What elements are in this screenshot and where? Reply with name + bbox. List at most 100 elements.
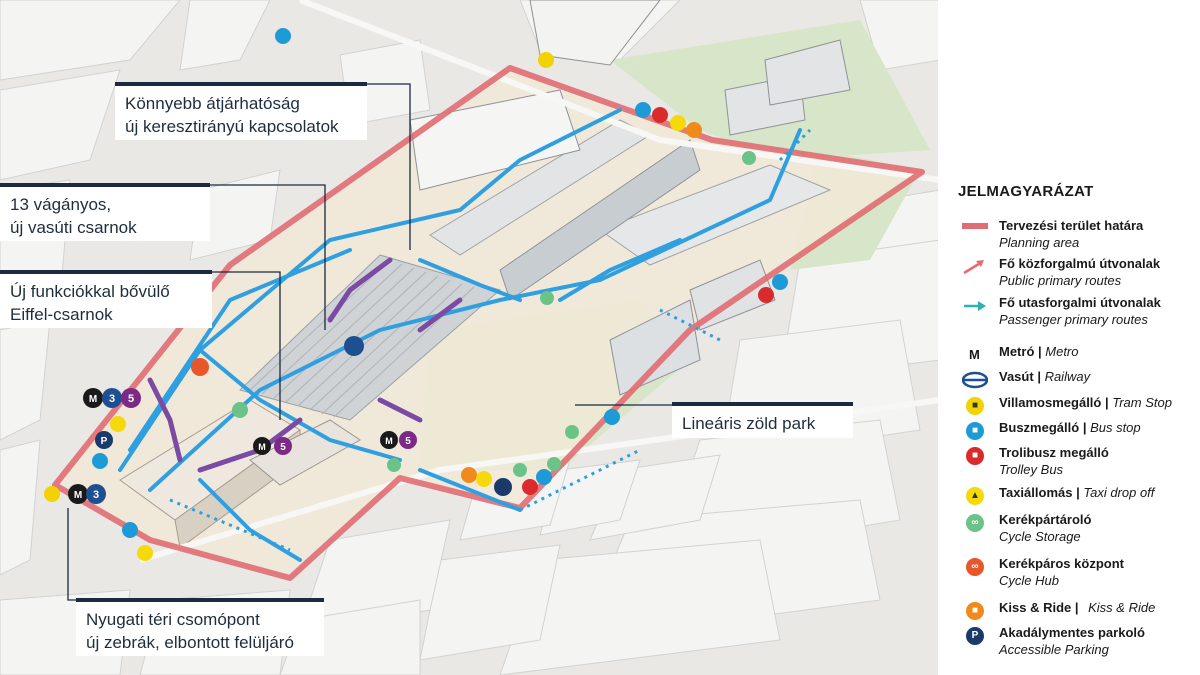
- callout-park: Lineáris zöld park: [672, 402, 853, 438]
- bicycle-icon: [565, 425, 579, 439]
- legend-item-metro: M Metró | Metro: [938, 343, 1200, 383]
- cycle-hub-icon: ∞: [966, 558, 984, 576]
- legend-label: Akadálymentes parkoló: [999, 625, 1145, 640]
- legend-label-en: Passenger primary routes: [999, 312, 1148, 327]
- callout-eiffel-line1: Új funkciókkal bővülő: [10, 282, 170, 301]
- metro-icon: M: [969, 347, 980, 362]
- legend-label-en: Tram Stop: [1112, 395, 1172, 410]
- legend-label-en: Cycle Storage: [999, 529, 1081, 544]
- bus-icon: ■: [966, 422, 984, 440]
- legend-label-en: Cycle Hub: [999, 573, 1059, 588]
- bus-icon: [536, 469, 552, 485]
- accessible-parking-icon: [494, 478, 512, 496]
- bicycle-icon: [742, 151, 756, 165]
- taxi-icon: [670, 115, 686, 131]
- bicycle-icon: [513, 463, 527, 477]
- accessible-parking-icon: [95, 431, 113, 449]
- legend-item-taxi: ▲ Taxiállomás | Taxi drop off: [938, 484, 1200, 524]
- legend-label: Fő utasforgalmi útvonalak: [999, 295, 1161, 310]
- legend-label: Tervezési terület határa: [999, 218, 1144, 233]
- legend-label: Trolibusz megálló: [999, 445, 1109, 460]
- legend-label: Kerékpáros központ: [999, 556, 1124, 571]
- taxi-icon: ▲: [966, 487, 984, 505]
- bus-icon: [122, 522, 138, 538]
- map-stop-icons: M 3 5 P M 3 M 5 M 5: [44, 28, 788, 561]
- legend-label-en: Bus stop: [1090, 420, 1141, 435]
- legend-label: Metró: [999, 344, 1035, 359]
- taxi-icon: [110, 416, 126, 432]
- callout-eiffel: Új funkciókkal bővülő Eiffel-csarnok: [0, 270, 212, 328]
- metro-line-3-icon: [102, 388, 122, 408]
- legend-label-en: Planning area: [999, 235, 1080, 250]
- legend-item-public-routes: Fő közforgalmú útvonalak Public primary …: [938, 255, 1200, 295]
- metro-line-3-label: 3: [109, 393, 115, 405]
- railway-icon: [344, 336, 364, 356]
- bicycle-icon: [232, 402, 248, 418]
- legend-label: Kiss & Ride: [999, 600, 1072, 615]
- legend-item-cycle-storage: ∞ Kerékpártároló Cycle Storage: [938, 511, 1200, 551]
- bicycle-icon: [540, 291, 554, 305]
- legend-label-en: Metro: [1045, 344, 1079, 359]
- taxi-icon: [137, 545, 153, 561]
- legend-item-trolley: ■ Trolibusz megálló Trolley Bus: [938, 444, 1200, 484]
- bus-icon: [772, 274, 788, 290]
- legend-item-planning-area: Tervezési terület határa Planning area: [938, 217, 1200, 257]
- kiss-ride-icon: [461, 467, 477, 483]
- legend-label-en: Public primary routes: [999, 273, 1122, 288]
- parking-label: P: [101, 436, 108, 447]
- tram-icon: [44, 486, 60, 502]
- metro-line-5-label: 5: [405, 436, 411, 447]
- legend-label: Villamosmegálló: [999, 395, 1102, 410]
- trolley-icon: [652, 107, 668, 123]
- bus-icon: [275, 28, 291, 44]
- car-icon: ■: [966, 602, 984, 620]
- metro-line-5-label: 5: [128, 393, 134, 405]
- callout-junction: Nyugati téri csomópont új zebrák, elbont…: [76, 598, 324, 656]
- bus-icon: [604, 409, 620, 425]
- dotted-routes: [169, 128, 812, 552]
- taxi-icon: [476, 471, 492, 487]
- metro-line-5-icon: [274, 437, 292, 455]
- callout-tracks: 13 vágányos, új vasúti csarnok: [0, 183, 210, 241]
- eiffel-hall: [119, 399, 361, 549]
- legend-item-tram: ■ Villamosmegálló | Tram Stop: [938, 394, 1200, 434]
- legend-label-en: Kiss & Ride: [1088, 600, 1156, 615]
- legend-label: Buszmegálló: [999, 420, 1080, 435]
- tram-icon: ■: [966, 397, 984, 415]
- teal-arrow-icon: [964, 301, 986, 311]
- leader-lines: [67, 83, 672, 601]
- callout-crossing-line1: Könnyebb átjárhatóság: [125, 94, 300, 113]
- metro-icon: [83, 388, 103, 408]
- legend-label-en: Trolley Bus: [999, 462, 1064, 477]
- metro-icon: [253, 437, 271, 455]
- cycle-hub-icon: [191, 358, 209, 376]
- metro-line-3-label: 3: [93, 489, 99, 501]
- legend-label: Taxiállomás: [999, 485, 1073, 500]
- legend-item-cycle-hub: ∞ Kerékpáros központ Cycle Hub: [938, 555, 1200, 595]
- callout-tracks-line2: új vasúti csarnok: [10, 218, 137, 237]
- metro-line-3-icon: [86, 484, 106, 504]
- legend-label: Vasút: [999, 369, 1034, 384]
- metro-icon-label: M: [258, 442, 266, 452]
- legend-label-en: Taxi drop off: [1083, 485, 1155, 500]
- bus-icon: [92, 453, 108, 469]
- red-arrow-icon: [963, 260, 984, 275]
- callout-eiffel-line2: Eiffel-csarnok: [10, 305, 113, 324]
- legend-item-kiss-ride: ■ Kiss & Ride | Kiss & Ride: [938, 599, 1200, 639]
- tram-icon: [538, 52, 554, 68]
- trolley-icon: ■: [966, 447, 984, 465]
- callout-crossing: Könnyebb átjárhatóság új keresztirányú k…: [115, 82, 367, 140]
- callout-park-line1: Lineáris zöld park: [682, 414, 816, 433]
- parking-icon: P: [966, 627, 984, 645]
- trolley-icon: [758, 287, 774, 303]
- callout-junction-line1: Nyugati téri csomópont: [86, 610, 260, 629]
- passenger-routes: [118, 108, 802, 562]
- metro-line-5-label: 5: [280, 442, 286, 453]
- bicycle-icon: [387, 458, 401, 472]
- kiss-ride-icon: [686, 122, 702, 138]
- legend-item-bus: ■ Buszmegálló | Bus stop: [938, 419, 1200, 459]
- legend-label-en: Accessible Parking: [999, 642, 1109, 657]
- legend-title: JELMAGYARÁZAT: [958, 183, 1094, 200]
